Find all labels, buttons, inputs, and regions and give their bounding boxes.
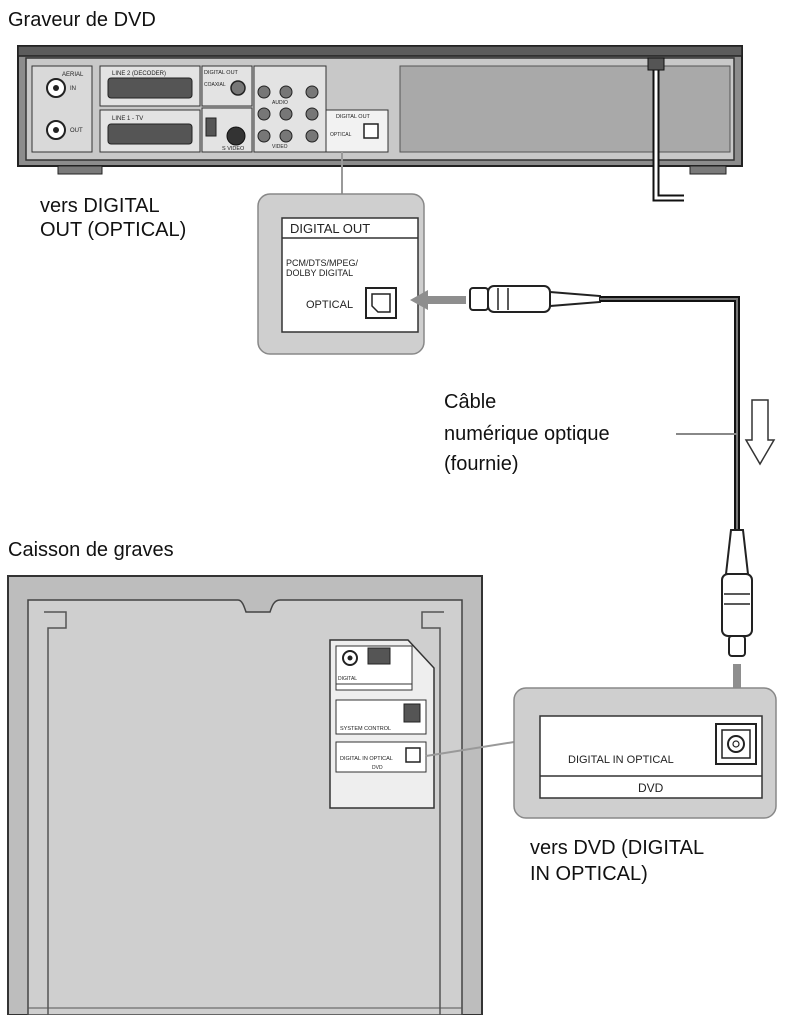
optical-cable [600,296,740,530]
recorder-optical-label: OPTICAL [330,132,352,138]
optical-plug-bottom [721,529,753,657]
digital-out-zoom: DIGITAL OUT PCM/DTS/MPEG/ DOLBY DIGITAL … [257,193,425,355]
arrow-to-digital-out [410,290,466,310]
coaxial-label: COAXIAL [204,82,226,88]
zoom-optical-label: OPTICAL [306,299,353,311]
audio-label: AUDIO [272,100,288,106]
zoom-dvd-label: DVD [638,781,664,795]
cable-label-line-1: Câble [444,391,497,413]
optical-plug-top [469,285,601,313]
recorder-title: Graveur de DVD [8,9,156,31]
sub-system-control-label: SYSTEM CONTROL [340,726,391,732]
cable-label-line-3: (fournie) [444,453,519,475]
in-label: IN [70,86,76,92]
sub-digital-label: DIGITAL [338,676,357,682]
subwoofer: DIGITAL SYSTEM CONTROL DIGITAL IN OPTICA… [7,575,483,1015]
zoom-format-line-2: DOLBY DIGITAL [286,268,353,278]
recorder-digital-out-label: DIGITAL OUT [336,114,371,120]
video-label: VIDEO [272,144,288,150]
zoom-format-line-1: PCM/DTS/MPEG/ [286,258,359,268]
dvd-recorder: AERIAL IN OUT LINE 2 (DECODER) LINE 1 - … [17,45,743,202]
sub-digital-in-optical-label: DIGITAL IN OPTICAL [340,756,393,762]
digital-out-small-label: DIGITAL OUT [204,70,239,76]
zoom-digital-in-label: DIGITAL IN OPTICAL [568,754,674,766]
cable-label-line-2: numérique optique [444,423,610,445]
digital-in-zoom: DIGITAL IN OPTICAL DVD [513,687,777,819]
zoom-digital-out-header: DIGITAL OUT [290,221,370,236]
antenna-label: AERIAL [62,72,84,78]
to-dvd-label-line-1: vers DVD (DIGITAL [530,837,705,859]
subwoofer-title: Caisson de graves [8,539,174,561]
sub-dvd-label: DVD [372,765,383,771]
s-video-label: S VIDEO [222,146,245,152]
out-label: OUT [70,128,83,134]
to-digital-out-label-line-2: OUT (OPTICAL) [40,219,187,241]
signal-direction-arrow [744,399,776,466]
line2-label: LINE 2 (DECODER) [112,71,166,77]
line1-label: LINE 1 - TV [112,116,143,122]
to-digital-out-label-line-1: vers DIGITAL [40,195,160,217]
to-dvd-label-line-2: IN OPTICAL) [530,863,648,885]
